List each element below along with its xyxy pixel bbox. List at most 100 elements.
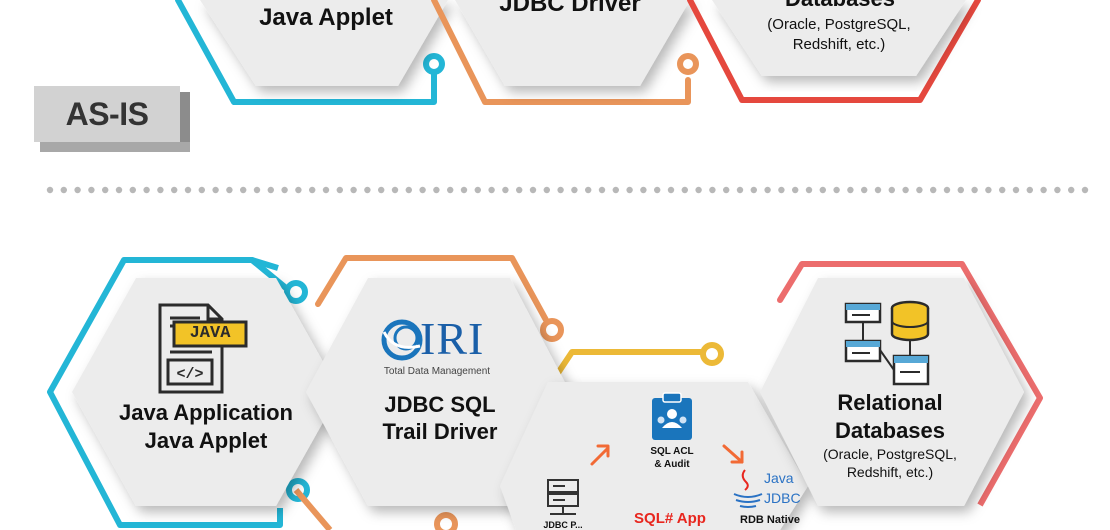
divider-dot xyxy=(736,186,744,194)
divider-dot xyxy=(143,186,150,194)
divider-dot xyxy=(364,186,371,194)
as-is-db-hexagon xyxy=(712,0,966,76)
java-cup-icon xyxy=(733,469,763,508)
db-outline xyxy=(802,261,1043,507)
as-is-db-sub-1: (Oracle, PostgreSQL, xyxy=(767,16,911,33)
divider-dot xyxy=(433,186,440,194)
db-label-line1: Relational xyxy=(837,390,943,415)
java-icon-text: JAVA xyxy=(189,324,231,343)
iri-logo-text: IRI xyxy=(420,313,485,364)
divider-dot xyxy=(654,186,661,194)
divider-dot xyxy=(1054,186,1061,194)
divider-dot xyxy=(474,186,481,194)
driver-hexagon xyxy=(306,278,570,506)
divider-dot xyxy=(1040,186,1047,194)
db-sub-line1: (Oracle, PostgreSQL, xyxy=(823,446,957,462)
driver-outline xyxy=(346,255,549,322)
middle-connector xyxy=(700,342,724,366)
sql-acl-label-line1: SQL ACL xyxy=(650,446,694,457)
arrow-up-icon xyxy=(590,444,610,466)
divider-dot xyxy=(529,186,537,194)
as-is-app-label: Java Applet xyxy=(259,4,393,31)
divider-dot xyxy=(240,186,247,194)
divider-dot xyxy=(805,186,813,194)
divider-dot xyxy=(916,186,923,194)
as-is-app-outline xyxy=(175,0,437,105)
iri-tagline: Total Data Management xyxy=(383,366,491,377)
divider-dot xyxy=(253,186,261,194)
as-is-db-title: Databases xyxy=(760,0,920,12)
divider-dot xyxy=(612,186,619,194)
db-sub-line2: Redshift, etc.) xyxy=(846,464,934,480)
sql-acl-label-line2: & Audit xyxy=(654,459,690,470)
divider-dot xyxy=(350,186,357,194)
divider-dot xyxy=(999,186,1006,194)
as-is-badge-label: AS-IS xyxy=(65,96,149,132)
sql-app-label: SQL# App xyxy=(634,510,706,527)
arrow-down-icon xyxy=(722,444,744,464)
java-file-icon: </> xyxy=(158,303,248,394)
server-label: JDBC P... xyxy=(543,520,583,530)
as-is-flow xyxy=(175,0,981,105)
as-is-driver-hexagon xyxy=(455,0,690,86)
to-be-flow: </> xyxy=(47,255,1043,530)
app-label-line2: Java Applet xyxy=(144,428,268,453)
divider-dot xyxy=(295,186,302,194)
server-icon xyxy=(547,479,579,515)
divider-dot xyxy=(60,186,67,194)
svg-text:</>: </> xyxy=(176,366,203,383)
as-is-app-hexagon xyxy=(200,0,448,86)
divider-dot xyxy=(1012,186,1020,194)
divider-dot xyxy=(405,186,412,194)
divider-dot xyxy=(778,186,785,194)
dotted-divider xyxy=(46,186,1089,194)
divider-dot xyxy=(378,186,385,194)
divider-dot xyxy=(957,186,964,194)
divider-dot xyxy=(171,186,178,194)
divider-dot xyxy=(709,186,716,194)
divider-dot xyxy=(129,186,136,194)
as-is-db-sub-2: Redshift, etc.) xyxy=(792,36,886,53)
divider-dot xyxy=(322,186,330,194)
divider-dot xyxy=(626,186,633,194)
divider-dot xyxy=(681,186,688,194)
divider-dot xyxy=(226,186,233,194)
divider-dot xyxy=(212,186,219,194)
divider-dot xyxy=(460,186,468,194)
divider-dot xyxy=(930,186,937,194)
java-jdbc-label-1: Java xyxy=(764,470,794,486)
divider-dot xyxy=(309,186,316,194)
divider-dot xyxy=(74,186,81,194)
divider-dot xyxy=(764,186,771,194)
iri-logo-icon xyxy=(381,319,423,361)
driver-label-line2: Trail Driver xyxy=(382,419,498,444)
as-is-db-outline xyxy=(687,0,981,103)
divider-dot xyxy=(874,186,882,194)
divider-dot xyxy=(419,186,426,194)
divider-dot xyxy=(543,186,550,194)
as-is-badge: AS-IS xyxy=(34,86,190,152)
divider-dot xyxy=(598,186,606,194)
divider-dot xyxy=(585,186,592,194)
rdb-native-label: RDB Native xyxy=(740,514,800,526)
divider-dot xyxy=(971,186,978,194)
divider-dot xyxy=(88,186,95,194)
divider-dot xyxy=(115,186,123,194)
app-middle-outline xyxy=(549,349,702,384)
divider-dot xyxy=(695,186,702,194)
divider-dot xyxy=(46,186,54,194)
divider-dot xyxy=(985,186,992,194)
divider-dot xyxy=(1026,186,1034,194)
divider-dot xyxy=(157,186,164,194)
driver-connector-top xyxy=(540,318,564,342)
as-is-driver-label: JDBC Driver xyxy=(499,0,641,17)
divider-dot xyxy=(861,186,868,194)
divider-dot xyxy=(502,186,509,194)
driver-connector-bottom xyxy=(434,512,458,530)
app-connector-top xyxy=(284,280,308,304)
divider-dot xyxy=(184,186,192,194)
db-hexagon xyxy=(760,278,1024,506)
as-is-driver-connector xyxy=(677,53,699,75)
divider-dot xyxy=(516,186,523,194)
